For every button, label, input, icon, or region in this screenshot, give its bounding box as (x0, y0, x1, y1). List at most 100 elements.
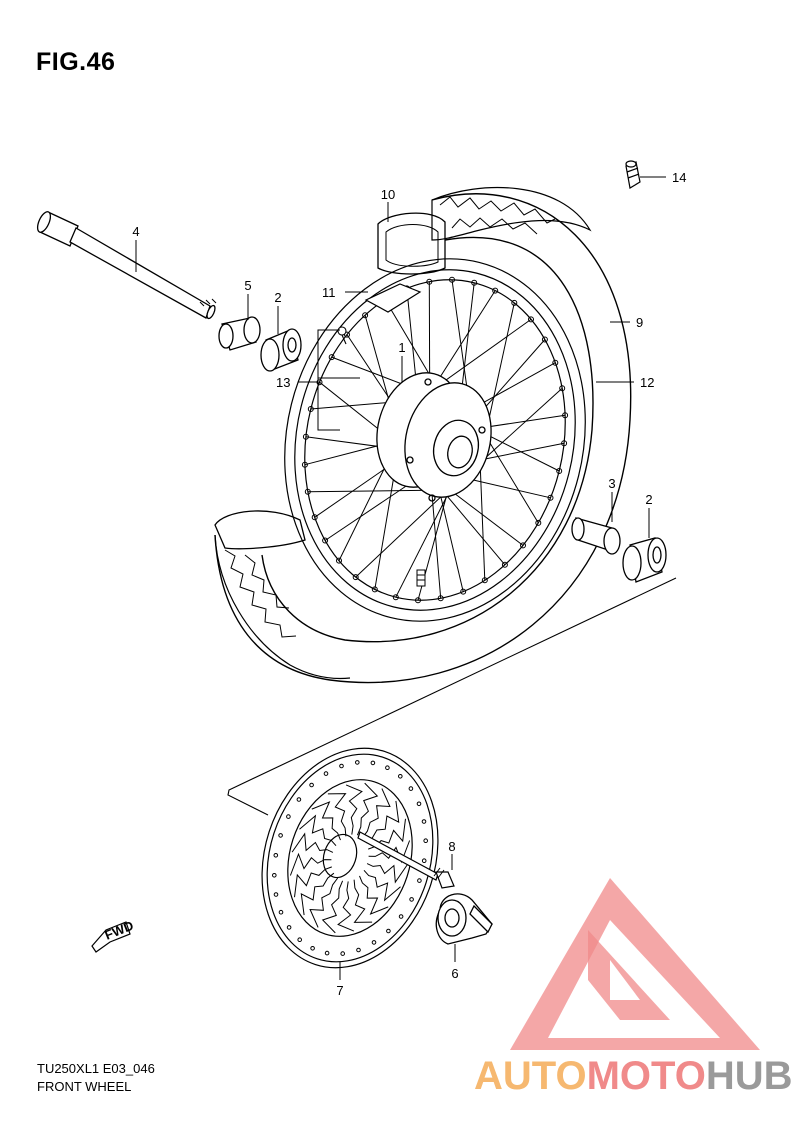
front-axle (36, 211, 217, 320)
spoke-nipple-end (322, 537, 329, 544)
disc-hole (416, 801, 422, 807)
disc-hole (398, 914, 404, 919)
disc-hole (423, 838, 429, 844)
spoke-nipple-end (328, 354, 335, 361)
disc-hole (356, 947, 361, 953)
disc-hole (385, 765, 390, 771)
spoke-nipple-end (547, 494, 554, 501)
watermark-hub: HUB (705, 1054, 793, 1098)
disc-hole (278, 833, 283, 838)
valve-cap (625, 160, 641, 189)
spoke-nipple-end (535, 519, 542, 526)
callout-1: 1 (398, 340, 405, 355)
spoke-nipple-end (437, 595, 444, 602)
spoke-nipple-end (302, 433, 309, 440)
callout-12: 12 (640, 375, 654, 390)
disc-hole (421, 858, 427, 864)
disc-web (353, 879, 373, 923)
spoke-nipple (337, 326, 347, 345)
disc-hole (278, 909, 284, 915)
spoke-nipple-end (511, 299, 518, 306)
spoke-nipple-end (362, 312, 369, 319)
disc-web (299, 814, 337, 847)
disc-hole (421, 819, 427, 824)
disc-web (291, 832, 334, 853)
spoke-nipple-end (561, 440, 568, 447)
callout-6: 6 (451, 966, 458, 981)
callout-14: 14 (672, 170, 686, 185)
callout-7: 7 (336, 983, 343, 998)
spoke-nipple-end (552, 359, 559, 366)
spoke-nipple-end (352, 574, 359, 581)
disc-hole (398, 774, 403, 779)
disc-web (309, 877, 339, 928)
spoke-nipple-end (336, 557, 342, 564)
spoke-nipple-end (307, 406, 314, 412)
spoke-nipple-end (426, 278, 433, 285)
disc-hole (296, 797, 302, 802)
callout-11: 11 (322, 285, 336, 300)
spoke-nipple-end (371, 586, 378, 593)
watermark-auto: AUTO (474, 1054, 587, 1098)
disc-hole (370, 760, 376, 766)
tube-flap (364, 283, 422, 313)
disc-web (321, 880, 344, 934)
spoke-nipple-end (301, 461, 308, 468)
assembly-line (227, 577, 677, 816)
bearing-left (260, 328, 302, 372)
spoke-nipple-end (392, 594, 399, 601)
disc-hole (272, 873, 277, 878)
disc-web (361, 788, 391, 839)
watermark-logo: AUTOMOTOHUB (470, 870, 800, 1130)
fwd-label: FWD (103, 918, 136, 943)
disc-hole (417, 878, 422, 883)
callout-3: 3 (608, 476, 615, 491)
spoke-nipple-end (562, 412, 569, 419)
spoke-nipple-end (559, 385, 566, 392)
disc-hole (310, 946, 315, 951)
spoke-nipple-end (528, 316, 534, 323)
disc-hole (286, 925, 292, 930)
disc-bolt (357, 831, 455, 889)
spoke-nipple-end (556, 468, 563, 474)
watermark-triangle (510, 878, 760, 1050)
disc-web (359, 875, 389, 915)
spoke (395, 489, 451, 598)
spoke-nipple-end (520, 542, 526, 549)
spoke-nipple-end (501, 561, 508, 568)
disc-hole (323, 771, 329, 776)
disc-hole (371, 940, 377, 945)
tire (214, 186, 632, 684)
spoke (479, 459, 486, 581)
disc-web (294, 866, 332, 898)
forward-direction-badge: FWD (91, 918, 136, 953)
watermark-text: AUTOMOTOHUB (474, 1054, 793, 1099)
callout-2-right: 2 (645, 492, 652, 507)
disc-pattern (289, 782, 411, 934)
figure-caption: FRONT WHEEL (37, 1079, 132, 1094)
callout-9: 9 (636, 315, 643, 330)
leader-lines (135, 176, 666, 980)
disc-hole (324, 950, 330, 956)
disc-holes (272, 760, 429, 956)
callout-10: 10 (381, 187, 395, 202)
disc-web (356, 782, 379, 836)
spoke-nipple-end (304, 488, 311, 495)
hub (376, 372, 492, 502)
disc-web (311, 801, 341, 841)
spoke-nipple-end (541, 336, 548, 343)
figure-title: FIG.46 (36, 48, 116, 76)
callout-4: 4 (132, 224, 139, 239)
valve (416, 569, 426, 587)
callout-8: 8 (448, 839, 455, 854)
disc-web (289, 852, 332, 876)
watermark-moto: MOTO (586, 1054, 706, 1098)
spacer-left (218, 316, 261, 351)
spoke-nipple-end (471, 279, 478, 286)
spoke (479, 442, 565, 461)
bearing-right (622, 537, 667, 583)
spoke-nipple-end (481, 577, 488, 584)
disc-hole (355, 760, 360, 765)
disc-hole (340, 951, 346, 956)
